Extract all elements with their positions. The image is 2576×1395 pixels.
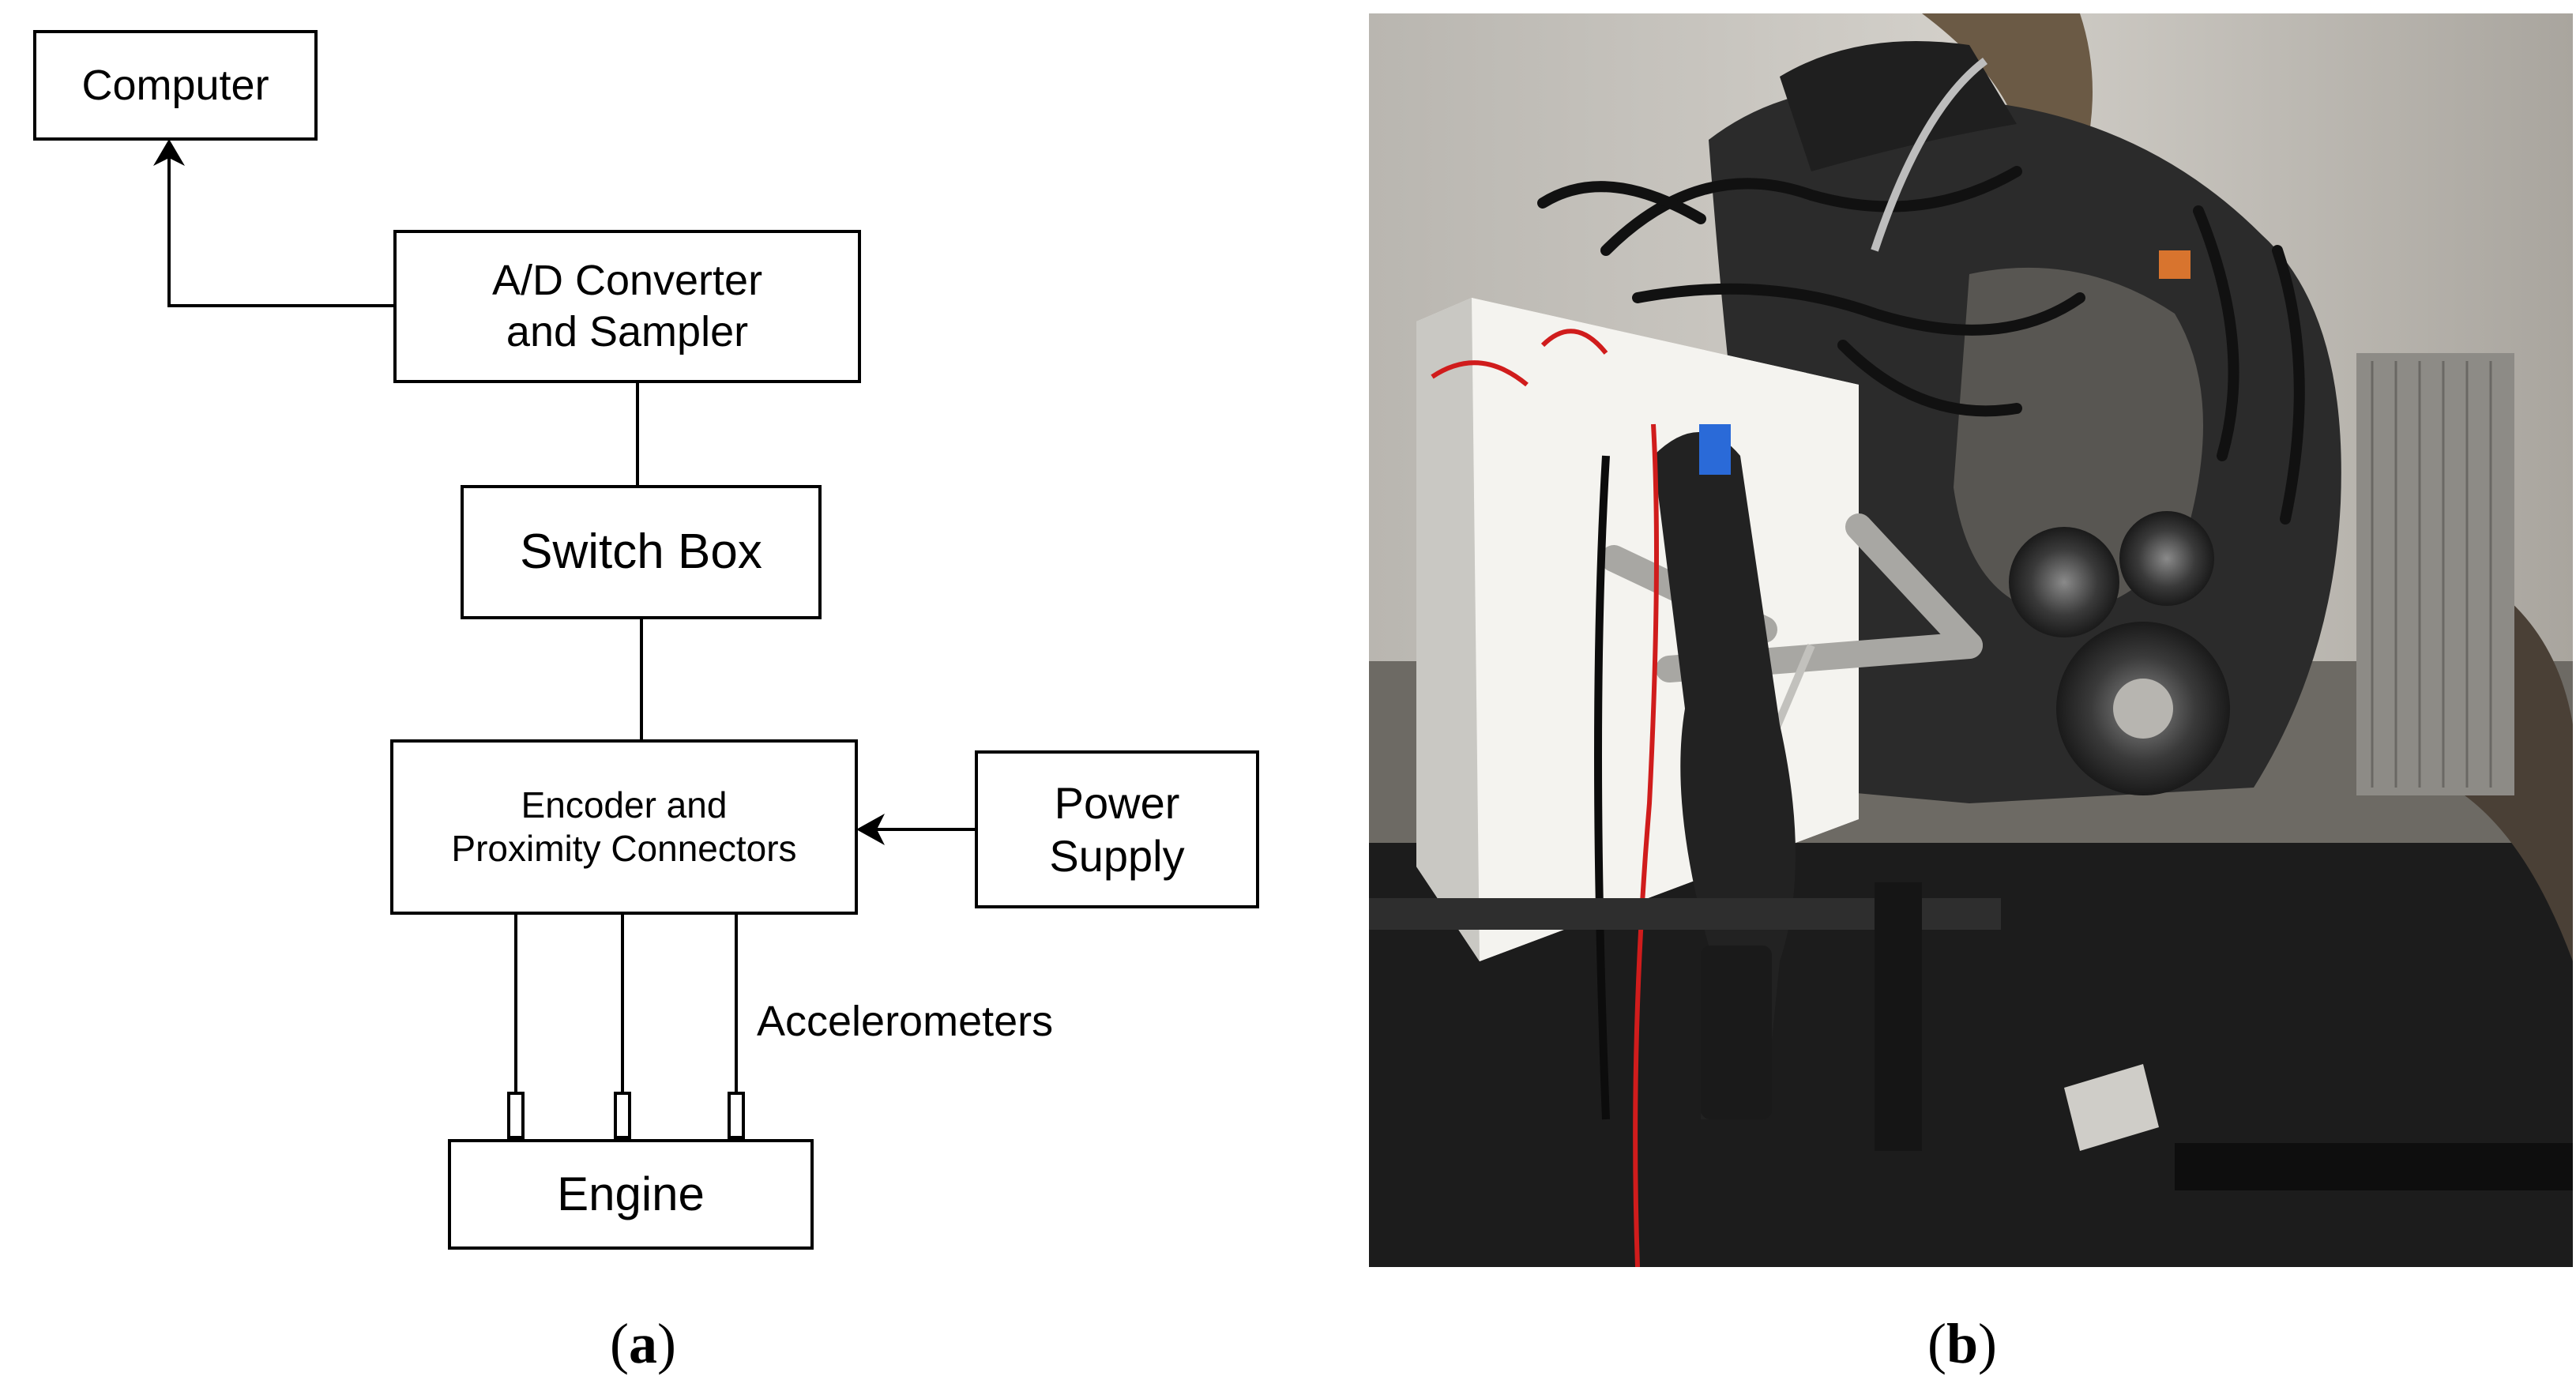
power-supply-label-line1: Power (1054, 777, 1180, 828)
accelerometer-lead-1 (514, 913, 517, 1092)
computer-block: Computer (33, 30, 318, 141)
engine-test-rig-photo (1369, 13, 2573, 1267)
caption-b-letter: b (1946, 1312, 1979, 1375)
power-supply-block: Power Supply (975, 750, 1259, 908)
caption-a: (a) (610, 1312, 676, 1375)
switch-box-label: Switch Box (520, 524, 762, 579)
encoder-block: Encoder and Proximity Connectors (390, 739, 858, 915)
engine-block: Engine (448, 1139, 814, 1250)
caption-a-letter: a (628, 1312, 657, 1375)
engine-label: Engine (557, 1168, 705, 1220)
ad-to-computer-vertical (167, 150, 171, 307)
arrowhead-left-icon (856, 814, 885, 845)
switchbox-to-encoder-line (640, 618, 643, 741)
ad-converter-label-line2: and Sampler (506, 308, 749, 355)
block-diagram: Computer A/D Converter and Sampler Switc… (33, 30, 1259, 1250)
caption-b: (b) (1927, 1312, 1998, 1375)
arrowhead-up-icon (153, 139, 185, 166)
switch-box-block: Switch Box (461, 485, 822, 619)
accelerometer-sensor-1 (507, 1092, 525, 1139)
encoder-label-line2: Proximity Connectors (451, 828, 797, 869)
accelerometers-label: Accelerometers (757, 998, 1054, 1045)
accelerometer-lead-3 (735, 913, 738, 1092)
accelerometer-lead-2 (621, 913, 624, 1092)
encoder-label-line1: Encoder and (521, 784, 728, 825)
accelerometer-sensor-2 (614, 1092, 631, 1139)
power-to-encoder-line (869, 828, 976, 831)
ad-converter-block: A/D Converter and Sampler (393, 230, 861, 383)
accelerometer-sensor-3 (728, 1092, 745, 1139)
computer-label: Computer (81, 61, 269, 109)
ad-to-computer-horizontal (167, 304, 395, 307)
ad-converter-label-line1: A/D Converter (491, 257, 763, 305)
ad-to-switchbox-line (636, 382, 639, 487)
power-supply-label-line2: Supply (1049, 831, 1185, 881)
